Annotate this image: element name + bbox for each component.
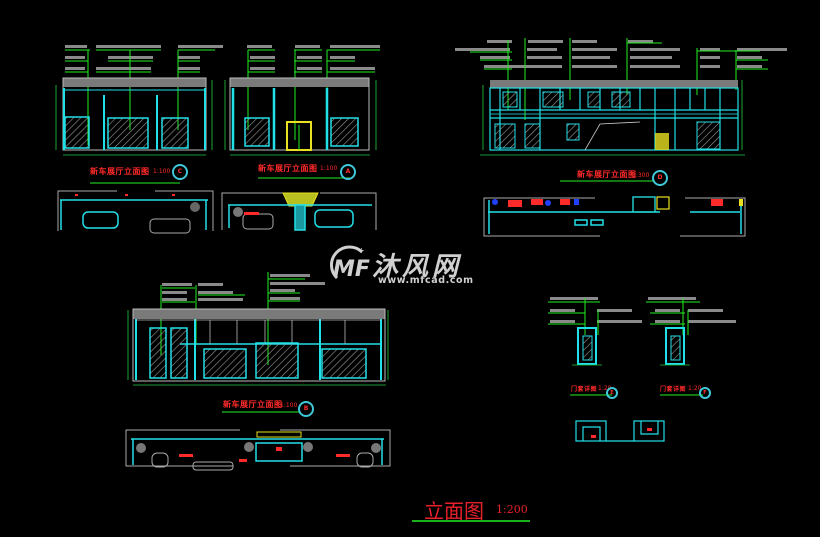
elevation-d-title: 新车展厅立面图 xyxy=(577,170,637,179)
elevation-a-marker: A xyxy=(340,164,356,180)
detail-e-scale: 1:20 xyxy=(598,385,612,392)
detail-e-title: 门套详图 xyxy=(571,386,598,393)
elevation-c xyxy=(55,45,223,234)
elevation-b xyxy=(125,272,391,471)
drawing-main-title: 立面图 xyxy=(424,499,484,523)
elevation-b-marker: B xyxy=(298,401,314,417)
svg-text:+: + xyxy=(358,246,365,255)
detail-f-marker: F xyxy=(699,387,711,399)
elevation-d xyxy=(455,38,787,237)
detail-e-marker: E xyxy=(606,387,618,399)
detail-f-scale: 1:20 xyxy=(688,385,702,392)
details-e-f xyxy=(548,297,736,442)
elevation-c-scale: 1:100 xyxy=(153,168,171,175)
elevation-b-scale: 1:100 xyxy=(280,402,298,409)
elevation-a-title: 新车展厅立面图 xyxy=(258,164,318,173)
elevation-c-marker: C xyxy=(172,164,188,180)
svg-text:MF: MF xyxy=(333,257,370,282)
elevation-a xyxy=(221,45,380,231)
detail-f-title: 门套详图 xyxy=(660,386,687,393)
elevation-d-marker: D xyxy=(652,170,668,186)
elevation-a-scale: 1:100 xyxy=(320,165,338,172)
watermark-url: www.mfcad.com xyxy=(378,275,474,286)
elevation-c-title: 新车展厅立面图 xyxy=(90,167,150,176)
watermark-name: 沐风网 xyxy=(372,252,463,282)
watermark-logo-icon: MF + xyxy=(330,245,370,282)
elevation-b-title: 新车展厅立面图 xyxy=(223,400,283,409)
elevation-d-scale: 1:300 xyxy=(632,172,650,179)
drawing-main-scale: 1:200 xyxy=(496,503,528,516)
